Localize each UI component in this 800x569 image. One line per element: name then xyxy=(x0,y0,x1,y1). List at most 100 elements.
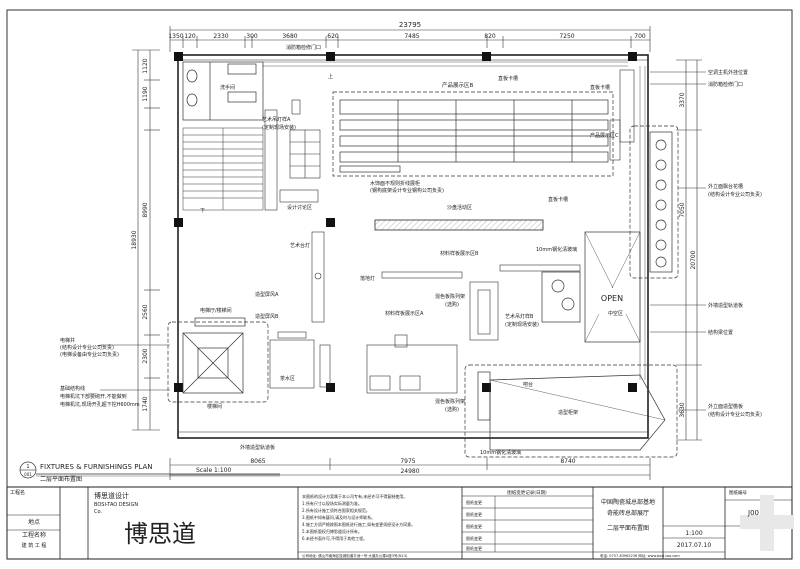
dim-left: 8990 xyxy=(142,202,149,217)
dim-left-total: 18930 xyxy=(131,230,138,249)
sheet-sub: 001 xyxy=(24,472,32,477)
dim-top: 1350 xyxy=(168,33,183,40)
dim-top: 300 xyxy=(246,33,258,40)
label-sand-table: 沙盘活动区 xyxy=(447,204,472,211)
label-mixed-shelf-1: 混色板陈列架 xyxy=(435,293,465,300)
callout-right-4: 外墙造型轨道板 xyxy=(708,302,743,309)
callout-base-3: 电梯机坑,现场开孔超下挖H600mm xyxy=(60,401,140,408)
label-mixed-shelf-2b: (选购) xyxy=(445,406,459,413)
outer-walls xyxy=(177,54,649,439)
callout-right-5: 结构梁位置 xyxy=(708,329,733,336)
callout-right-1: 空调主机外挂位置 xyxy=(708,69,748,76)
dim-top: 2330 xyxy=(213,33,228,40)
dim-top: 7250 xyxy=(559,33,574,40)
product-zone-b xyxy=(332,91,614,177)
label-art-lamp-c: 艺术吊灯样B xyxy=(505,313,534,320)
tb-revision: 图纸变更 xyxy=(466,511,482,517)
tb-firm-en2: Co. xyxy=(94,509,102,515)
callout-elevator-1: 电梯井 xyxy=(60,337,75,344)
callout-elevator-3: (电梯设备由专业公司负责) xyxy=(60,351,119,358)
label-mixed-shelf-2: 混色板陈列架 xyxy=(435,398,465,405)
title-en: FIXTURES & FURNISHINGS PLAN xyxy=(40,463,153,471)
plus-watermark xyxy=(740,495,794,551)
dim-left: 2300 xyxy=(142,348,149,363)
label-washroom: 洗手间 xyxy=(220,84,235,91)
label-wood-note-2: (钢构底架设计专业钢构公司负责) xyxy=(370,187,444,194)
tb-note: 本图纸的设计方案属于本公司专有,未经许可不得复制使用。 xyxy=(302,493,407,499)
label-glass-wall-1: 10mm钢化清玻璃 xyxy=(536,246,577,253)
tb-note: 5.本图纸版权归博思道设计所有。 xyxy=(302,528,362,534)
bottom-dimensions xyxy=(169,458,651,480)
callout-base-1: 基础结构线 xyxy=(60,385,85,392)
structural-columns xyxy=(174,52,637,392)
tb-revision: 图纸变更 xyxy=(466,545,482,551)
design-zone xyxy=(264,99,321,211)
dim-bottom: 8065 xyxy=(250,458,265,465)
dim-left: 1120 xyxy=(142,58,149,73)
callout-right-3b: (结构设计专业公司负责) xyxy=(708,191,762,198)
dim-top: 820 xyxy=(484,33,496,40)
label-model-wall-b: 造型屏风B xyxy=(255,313,279,320)
tb-firm-cn: 博思道设计 xyxy=(94,491,129,500)
label-art-lamp-a: 艺术吊灯样A xyxy=(262,116,291,123)
label-elevator-hall: 电梯厅/楼梯间 xyxy=(200,307,232,314)
label-down: 下 xyxy=(200,208,205,214)
label-mixed-shelf-1b: (选购) xyxy=(445,301,459,308)
callout-right-2: 消防箱检修门口 xyxy=(708,81,743,88)
label-outer-wall-note: 外墙造型轨道板 xyxy=(240,444,275,451)
label-material-b: 材料样板展示区B xyxy=(440,250,479,257)
mixed-shelf-area xyxy=(469,281,499,341)
dim-left: 1190 xyxy=(142,86,149,101)
tb-revision-title: 图纸变更记录(日期) xyxy=(507,489,547,496)
callout-right-6: 外立面造型檐板 xyxy=(708,403,743,410)
tb-project-label: 工程名 xyxy=(10,489,25,496)
label-floor-lamp: 落地灯 xyxy=(360,275,375,282)
dim-right-total: 20700 xyxy=(690,250,697,269)
tb-sheet-no: J00 xyxy=(747,509,759,517)
display-bars xyxy=(374,219,581,279)
tb-revision: 图纸变更 xyxy=(466,499,482,505)
dim-top: 700 xyxy=(634,33,646,40)
open-sign-bg xyxy=(590,288,630,314)
stair xyxy=(182,127,264,211)
tb-client2: 奇能砖总部展厅 xyxy=(607,509,649,517)
dim-bottom: 8740 xyxy=(560,458,575,465)
tb-note: 2.所有设计施工须符合国家相关规范。 xyxy=(302,507,370,513)
tb-note: 4.施工方须严格按照本图纸进行施工,如有变更须经设计方同意。 xyxy=(302,521,415,527)
tb-note: 6.未经书面许可,不得用于其他工程。 xyxy=(302,535,367,541)
right-callout-leaders xyxy=(650,71,706,411)
tb-firm-en: BOSI-TAO DESIGN xyxy=(94,502,138,508)
label-faucet-right: 直板卡槽 xyxy=(590,84,610,91)
tb-note: 3.图纸中如有疑问,请及时与设计师联系。 xyxy=(302,514,375,520)
central-void xyxy=(541,231,641,343)
label-art-table-lamp: 艺术台灯 xyxy=(290,242,310,249)
label-stair: 楼梯间 xyxy=(207,403,222,410)
title-cn: 二层平面布置图 xyxy=(40,475,82,483)
label-wood-note-1: 木饰面不规则折线展柜 xyxy=(370,180,420,187)
bar-zone xyxy=(464,364,678,458)
dim-left: 2560 xyxy=(142,304,149,319)
washroom xyxy=(182,61,264,121)
lounge-furniture xyxy=(366,334,458,394)
label-faucet-right2: 直板卡槽 xyxy=(548,196,568,203)
sheet-no: 1 xyxy=(26,464,29,470)
tb-date: 2017.07.10 xyxy=(677,542,712,549)
scale-text: Scale 1:100 xyxy=(196,467,232,474)
tb-project-name-label: 工程名称 xyxy=(22,531,46,539)
dim-bottom-total: 24980 xyxy=(400,468,419,475)
callout-elevator-2: (结构设计专业公司负责) xyxy=(60,344,114,351)
label-up-top: 上 xyxy=(328,73,333,80)
tea-zone xyxy=(269,331,331,389)
tb-client: 中国陶瓷城总部基地 xyxy=(601,498,655,506)
tb-phone: 电话: 0757-83965236 网址: www.bosi-tao.com xyxy=(600,553,680,558)
dim-bottom: 7975 xyxy=(400,458,415,465)
tb-drawing-name: 二层平面布置图 xyxy=(607,524,649,532)
label-product-zone-c: 产品展示区C xyxy=(590,132,619,139)
dim-right: 3370 xyxy=(679,92,686,107)
label-faucet-left: 直板卡槽 xyxy=(498,75,518,82)
label-model-wall-a: 造型屏风A xyxy=(255,291,279,298)
label-fire-hydrant: 消防箱检修门口 xyxy=(286,44,321,51)
label-art-lamp-a-note: (定制现场安装) xyxy=(262,124,296,131)
art-table-lamp xyxy=(311,231,325,323)
dim-right: 7050 xyxy=(679,202,686,217)
